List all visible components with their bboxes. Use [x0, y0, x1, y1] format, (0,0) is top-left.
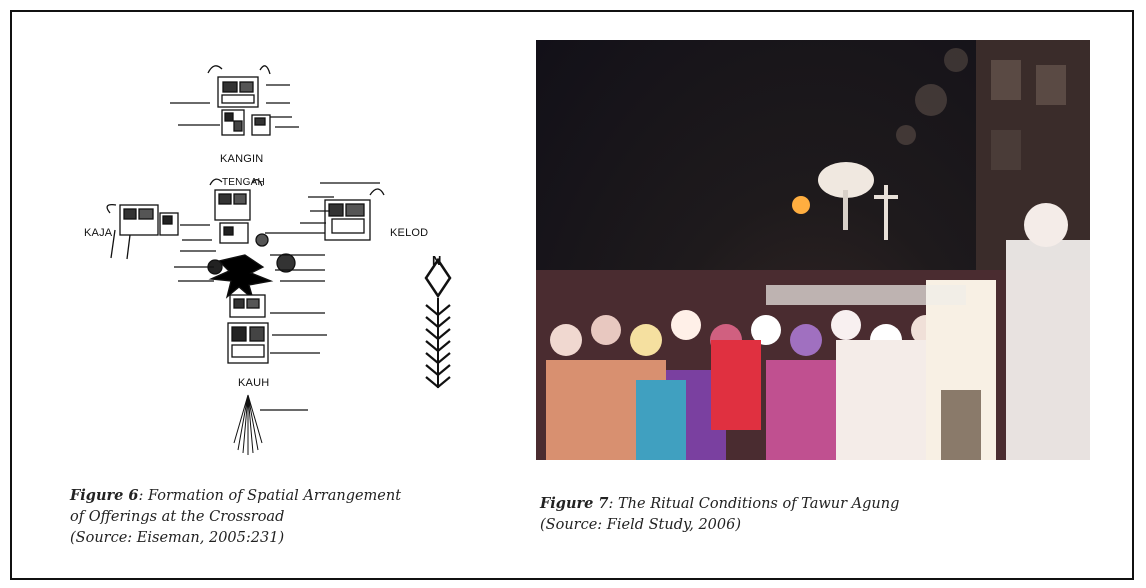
figure-7-source: (Source: Field Study, 2006)	[540, 517, 742, 533]
kangin-label: KANGIN	[220, 153, 264, 165]
tengah-label: TENGAH	[222, 177, 265, 188]
figure-6-source: (Source: Eiseman, 2005:231)	[70, 530, 285, 546]
figure-6-caption-line1: : Formation of Spatial Arrangement	[138, 488, 402, 504]
figure-6-caption-line2: of Offerings at the Crossroad	[70, 509, 285, 525]
figure-frame	[10, 10, 1134, 580]
north-label: N	[432, 253, 442, 268]
kelod-label: KELOD	[390, 227, 429, 239]
figure-7-caption: Figure 7: The Ritual Conditions of Tawur…	[540, 493, 1060, 536]
offerings-arrangement-diagram: KANGIN TENGAH KAJA KELOD KAUH N	[70, 55, 475, 465]
ritual-photo	[536, 40, 1090, 460]
figure-6-number: Figure 6	[70, 487, 139, 504]
figure-7-number: Figure 7	[540, 495, 609, 512]
figure-6-caption: Figure 6: Formation of Spatial Arrangeme…	[70, 485, 510, 549]
kauh-label: KAUH	[238, 377, 270, 389]
figure-7-caption-line1: : The Ritual Conditions of Tawur Agung	[608, 496, 900, 512]
diagram-drawing	[106, 65, 452, 455]
kaja-label: KAJA	[84, 227, 113, 239]
ritual-photo-scene	[536, 40, 1090, 460]
